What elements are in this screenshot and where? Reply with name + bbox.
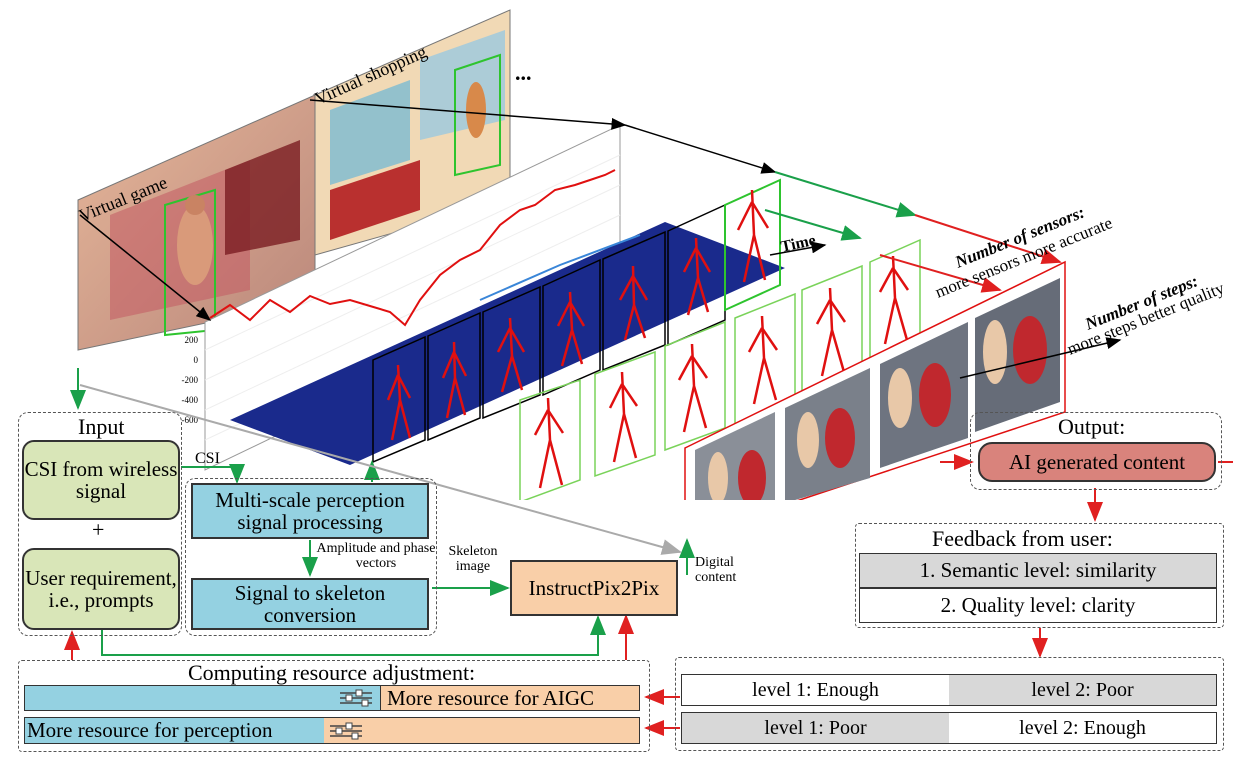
input-title: Input xyxy=(78,414,125,439)
aigc-resource-fill: More resource for AIGC xyxy=(380,685,640,711)
csi-wireless-box: CSI from wireless signal xyxy=(22,440,180,520)
feedback-title: Feedback from user: xyxy=(932,526,1113,551)
row1-level1: level 1: Enough xyxy=(681,674,949,706)
y-tick-3: -400 xyxy=(182,395,199,405)
csi-label: CSI xyxy=(195,450,220,467)
row2-level1: level 1: Poor xyxy=(681,712,949,744)
plus-sign: + xyxy=(92,517,105,542)
virtual-game-panel xyxy=(77,94,316,351)
digital-content-label: Digital content xyxy=(695,555,737,585)
computing-group xyxy=(18,660,650,752)
csi-signal-line xyxy=(209,169,616,327)
time-label: Time xyxy=(779,232,817,256)
signal-to-skeleton-box: Signal to skeleton conversion xyxy=(191,578,429,630)
row1-level2: level 2: Poor xyxy=(949,674,1217,706)
slider-icon xyxy=(330,722,362,740)
computing-title: Computing resource adjustment: xyxy=(188,660,476,685)
quality-level-row: 2. Quality level: clarity xyxy=(859,588,1217,623)
heatmap-floor xyxy=(230,222,785,465)
input-group xyxy=(18,412,182,636)
skeleton-image-label: Skeleton image xyxy=(448,544,498,574)
y-tick-2: -200 xyxy=(182,375,199,385)
level-table-group xyxy=(675,657,1224,751)
y-tick-0: 200 xyxy=(185,335,199,345)
processing-group xyxy=(185,478,437,636)
amplitude-label: Amplitude and phase vectors xyxy=(316,541,436,571)
y-tick-1: 0 xyxy=(194,355,199,365)
row2-level2: level 2: Enough xyxy=(949,712,1217,744)
y-tick-4: -600 xyxy=(182,415,199,425)
ai-generated-content-box: AI generated content xyxy=(978,442,1216,482)
feedback-group xyxy=(855,523,1224,628)
output-group xyxy=(970,412,1222,490)
user-requirement-box: User requirement, i.e., prompts xyxy=(22,548,180,630)
output-title: Output: xyxy=(1058,414,1126,439)
multiscale-box: Multi-scale perception signal processing xyxy=(191,483,429,539)
instructpix2pix-box: InstructPix2Pix xyxy=(510,560,678,616)
semantic-level-row: 1. Semantic level: similarity xyxy=(859,553,1217,588)
perception-resource-fill: More resource for perception xyxy=(24,717,324,744)
slider-icon xyxy=(340,689,372,707)
ellipsis-label: ... xyxy=(515,60,532,85)
